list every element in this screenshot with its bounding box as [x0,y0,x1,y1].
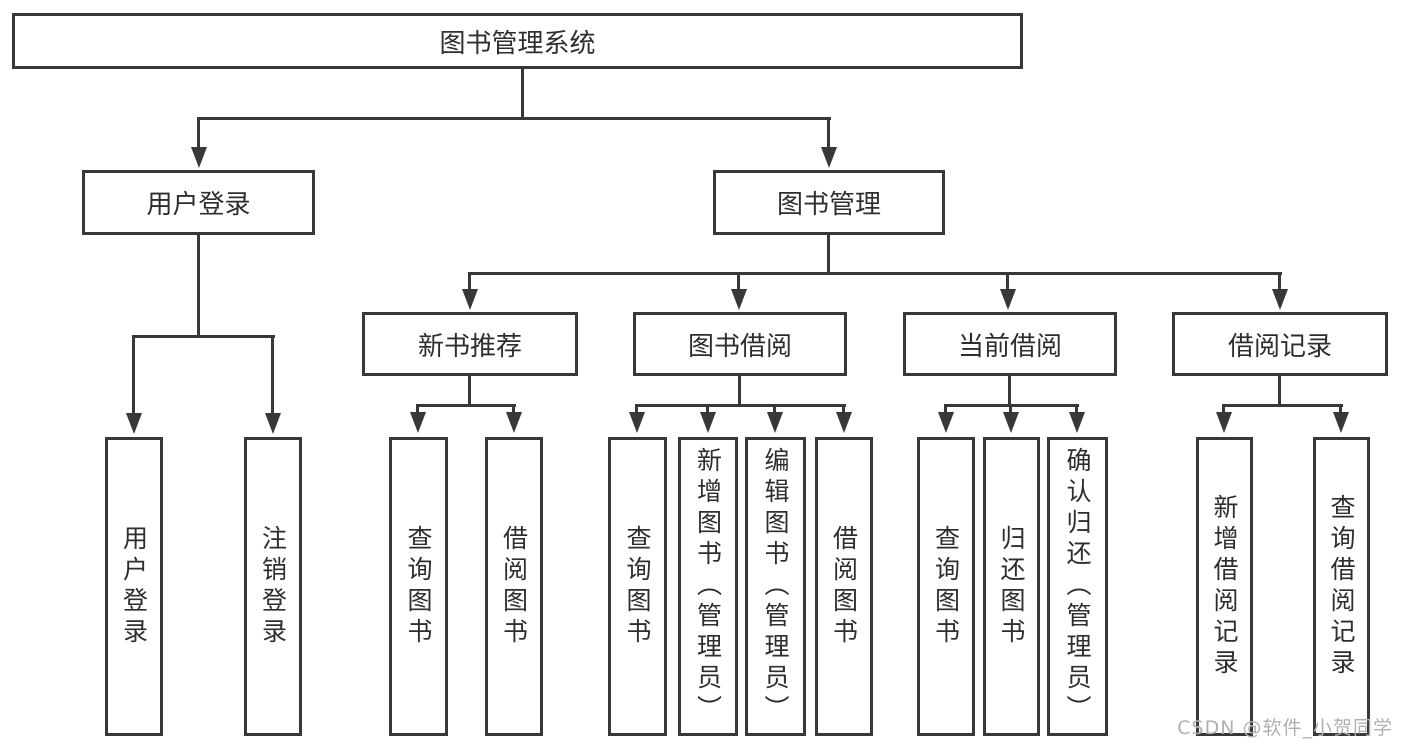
leaf-label: 借阅图书 [499,524,529,649]
arrow-down-icon [1222,405,1225,412]
arrow-down-icon [1075,405,1078,412]
node-new-book-recommendation: 新书推荐 [362,312,578,376]
arrow-down-icon [416,405,419,412]
leaf-confirm-return-admin: 确认归还（管理员） [1047,437,1108,736]
leaf-return-books: 归还图书 [983,437,1040,736]
node-user-login: 用户登录 [82,170,315,235]
connector-line [132,335,275,338]
connector-line [468,376,471,407]
leaf-label: 注销登录 [258,524,288,649]
leaf-label: 查询图书 [623,524,652,649]
arrow-down-icon [773,405,776,412]
node-label: 借阅记录 [1227,331,1332,362]
leaf-edit-book-admin: 编辑图书（管理员） [745,437,806,736]
node-label: 用户登录 [146,190,251,220]
leaf-label: 查询借阅记录 [1327,493,1356,680]
leaf-query-borrow-record: 查询借阅记录 [1313,437,1370,736]
node-label: 图书借阅 [687,331,792,362]
connector-line [1278,376,1281,407]
leaf-label: 确认归还（管理员） [1063,447,1092,726]
connector-line [1222,404,1343,407]
node-book-borrowing: 图书借阅 [633,312,847,376]
leaf-logout: 注销登录 [244,437,302,736]
arrow-down-icon [271,335,274,413]
arrow-down-icon [468,273,471,289]
leaf-add-book-admin: 新增图书（管理员） [678,437,738,736]
connector-line [468,272,1282,275]
connector-line [1008,376,1011,407]
leaf-user-login: 用户登录 [105,437,163,736]
connector-line [827,235,830,275]
node-label: 图书管理系统 [439,28,596,59]
leaf-label: 用户登录 [119,524,149,649]
csdn-watermark: CSDN @软件_小贺同学 [1177,717,1393,739]
leaf-query-books-borrowing: 查询图书 [608,437,667,736]
arrow-down-icon [1006,273,1009,289]
arrow-down-icon [512,405,515,412]
leaf-add-borrow-record: 新增借阅记录 [1196,437,1253,736]
node-book-management: 图书管理 [713,170,945,235]
leaf-label: 编辑图书（管理员） [761,447,790,726]
connector-line [738,376,741,407]
leaf-label: 查询图书 [931,524,961,649]
arrow-down-icon [827,118,830,147]
connector-line [416,404,516,407]
connector-line [197,117,831,120]
arrow-down-icon [706,405,709,412]
node-label: 图书管理 [776,190,881,220]
arrow-down-icon [944,405,947,412]
arrow-down-icon [1339,405,1342,412]
leaf-borrow-books-borrowing: 借阅图书 [815,437,873,736]
node-label: 新书推荐 [417,331,522,362]
arrow-down-icon [1009,405,1012,412]
arrow-down-icon [1278,273,1281,289]
connector-line [521,69,524,118]
leaf-label: 查询图书 [404,524,433,649]
arrow-down-icon [635,405,638,412]
arrow-down-icon [842,405,845,412]
leaf-borrow-books-recommend: 借阅图书 [485,437,543,736]
connector-line [635,404,846,407]
leaf-label: 借阅图书 [829,524,859,649]
arrow-down-icon [737,273,740,289]
node-current-borrowing: 当前借阅 [903,312,1117,376]
leaf-query-books-current: 查询图书 [917,437,975,736]
arrow-down-icon [197,118,200,147]
arrow-down-icon [132,335,135,413]
node-borrowing-records: 借阅记录 [1172,312,1388,376]
leaf-label: 新增借阅记录 [1210,493,1239,680]
leaf-label: 新增图书（管理员） [693,447,723,726]
leaf-label: 归还图书 [997,524,1026,649]
node-library-management-system: 图书管理系统 [12,13,1023,69]
connector-line [197,235,200,337]
leaf-query-books-recommend: 查询图书 [389,437,448,736]
node-label: 当前借阅 [957,331,1062,362]
